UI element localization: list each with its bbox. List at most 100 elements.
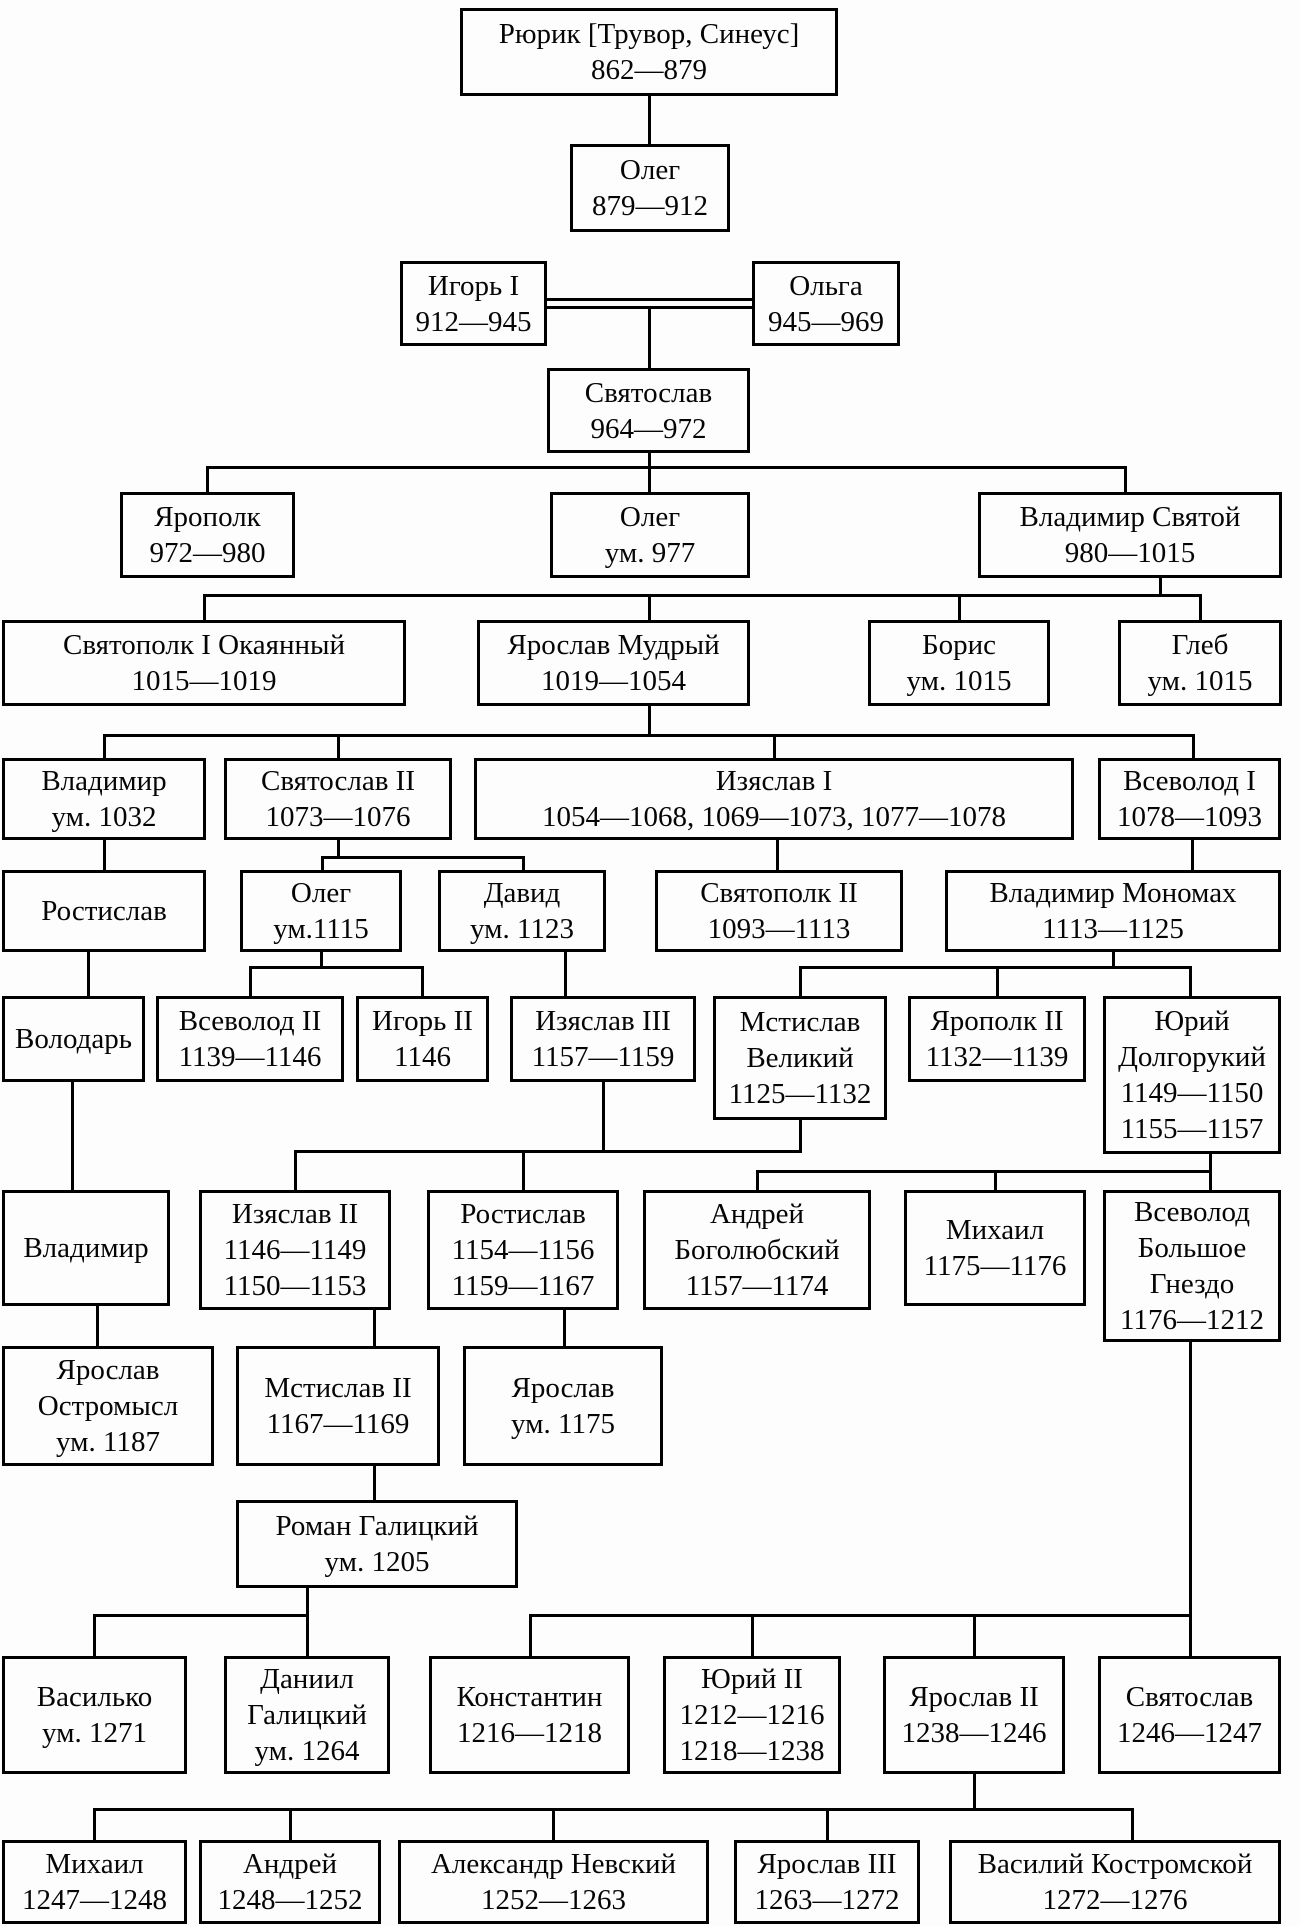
person-dates: 1125—1132 <box>728 1078 872 1110</box>
person-name: Владимир <box>41 765 167 797</box>
connector-line <box>421 966 424 996</box>
connector-line <box>1159 578 1162 594</box>
person-box-svyatopolk1: Святополк I Окаянный 1015—1019 <box>2 620 406 706</box>
person-box-monomakh: Владимир Мономах 1113—1125 <box>945 870 1281 952</box>
person-dates: ум. 1205 <box>324 1546 430 1578</box>
person-box-roman-galitskiy: Роман Галицкий ум. 1205 <box>236 1500 518 1588</box>
person-box-volodar: Володарь <box>2 996 145 1082</box>
person-box-yaropolk-972: Ярополк 972—980 <box>120 492 295 578</box>
person-name-2: Гнездо <box>1149 1268 1235 1300</box>
person-name: Изяслав III <box>535 1005 671 1037</box>
connector-line <box>799 966 802 996</box>
person-name: Святослав II <box>261 765 415 797</box>
person-dates: 1093—1113 <box>707 913 851 945</box>
person-dates: 1132—1139 <box>925 1041 1069 1073</box>
connector-line <box>71 1082 74 1190</box>
person-dates: 1150—1153 <box>223 1270 367 1302</box>
connector-line <box>529 1614 532 1656</box>
person-box-daniil-galitskiy: Даниил Галицкий ум. 1264 <box>224 1656 390 1774</box>
person-box-oleg-1115: Олег ум.1115 <box>240 870 402 952</box>
connector-line <box>321 856 525 859</box>
connector-line <box>337 734 340 758</box>
person-dates: 1157—1174 <box>685 1270 829 1302</box>
person-name: Ярослав <box>56 1354 160 1386</box>
person-name: Ярополк <box>154 501 261 533</box>
connector-line <box>522 1150 525 1190</box>
person-name: Борис <box>921 629 997 661</box>
person-name: Ольга <box>789 269 863 302</box>
person-dates: 945—969 <box>768 305 884 338</box>
person-name: Василий Костромской <box>977 1848 1253 1880</box>
person-dates: 1167—1169 <box>266 1408 410 1440</box>
connector-line <box>648 706 651 734</box>
connector-line <box>96 1306 99 1346</box>
connector-line <box>206 466 209 492</box>
person-name: Изяслав I <box>715 765 833 797</box>
person-box-yuri-dolgorukiy: Юрий Долгорукий 1149—1150 1155—1157 <box>1103 996 1281 1154</box>
person-dates: 879—912 <box>592 190 708 222</box>
person-dates: 1218—1238 <box>679 1735 825 1767</box>
connector-line <box>1189 1614 1192 1656</box>
connector-line <box>799 1120 802 1150</box>
person-dates: 1272—1276 <box>1042 1884 1188 1916</box>
connector-line <box>996 966 999 996</box>
person-box-alexander-nevskiy: Александр Невский 1252—1263 <box>398 1840 709 1924</box>
person-box-rostislav-1: Ростислав <box>2 870 206 952</box>
person-name: Константин <box>456 1681 603 1713</box>
person-box-konstantin: Константин 1216—1218 <box>429 1656 630 1774</box>
person-box-yaropolk2: Ярополк II 1132—1139 <box>908 996 1086 1082</box>
person-box-mikhail-1175: Михаил 1175—1176 <box>904 1190 1086 1306</box>
person-name: Александр Невский <box>430 1848 677 1880</box>
person-dates: 1015—1019 <box>131 665 277 697</box>
person-name: Андрей <box>709 1198 805 1230</box>
person-dates: 1078—1093 <box>1117 801 1262 833</box>
connector-line <box>1112 952 1115 966</box>
person-name: Ярослав II <box>909 1681 1039 1713</box>
person-name: Олег <box>290 877 352 909</box>
person-dates: 1113—1125 <box>1042 913 1184 945</box>
person-dates: 1159—1167 <box>451 1270 595 1302</box>
person-dates: 1238—1246 <box>901 1717 1047 1749</box>
person-box-yaroslav-1175: Ярослав ум. 1175 <box>463 1346 663 1466</box>
connector-line <box>320 952 323 966</box>
person-name: Святополк II <box>700 877 858 909</box>
person-dates: 1054—1068, 1069—1073, 1077—1078 <box>542 801 1006 833</box>
person-dates: 1073—1076 <box>265 801 411 833</box>
connector-line <box>93 1614 308 1617</box>
person-name: Василько <box>36 1681 153 1713</box>
person-dates: 1146 <box>394 1041 451 1073</box>
connector-line <box>756 1170 1212 1173</box>
person-dates: ум. 1123 <box>470 913 574 945</box>
marriage-line-top <box>547 298 752 301</box>
person-name: Михаил <box>945 1214 1045 1246</box>
person-box-oleg-regent: Олег 879—912 <box>570 144 730 232</box>
person-box-andrey-1248: Андрей 1248—1252 <box>199 1840 381 1924</box>
person-dates: ум. 1015 <box>1147 665 1253 697</box>
person-name: Роман Галицкий <box>275 1510 479 1542</box>
connector-line <box>799 966 1192 969</box>
person-name: Рюрик [Трувор, Синеус] <box>498 18 800 50</box>
person-dates: 912—945 <box>415 305 532 338</box>
person-box-andrey-bogolyubskiy: Андрей Боголюбский 1157—1174 <box>643 1190 871 1310</box>
person-dates: ум. 1271 <box>42 1717 147 1749</box>
person-name: Володарь <box>15 1023 132 1055</box>
person-box-yaroslav-ostromysl: Ярослав Остромысл ум. 1187 <box>2 1346 214 1466</box>
person-name: Святослав <box>1125 1681 1254 1713</box>
connector-line <box>337 840 340 856</box>
connector-line <box>103 840 106 870</box>
connector-line <box>1191 840 1194 870</box>
person-dates: 1175—1176 <box>923 1250 1067 1282</box>
connector-line <box>1131 1808 1134 1840</box>
person-dates: 1019—1054 <box>541 665 686 697</box>
person-name: Ростислав <box>41 895 167 927</box>
connector-line <box>648 594 651 620</box>
connector-line <box>751 1614 754 1656</box>
connector-line <box>294 1150 297 1190</box>
person-box-gleb: Глеб ум. 1015 <box>1118 620 1282 706</box>
connector-line <box>103 734 106 758</box>
person-box-olga: Ольга 945—969 <box>752 261 900 346</box>
person-name-2: Большое <box>1137 1232 1247 1264</box>
connector-line <box>93 1808 1134 1811</box>
connector-line <box>206 466 1127 469</box>
person-dates: ум. 1175 <box>511 1408 615 1440</box>
